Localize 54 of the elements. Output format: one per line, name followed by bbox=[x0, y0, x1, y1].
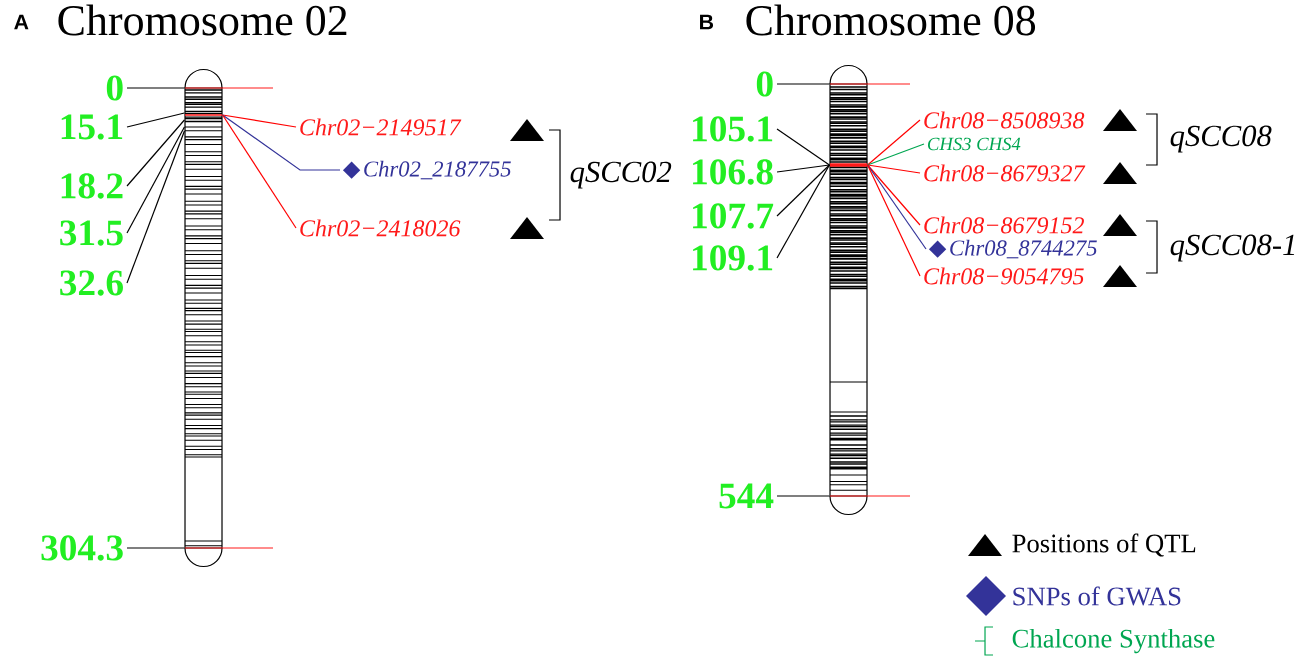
chromosome-title: Chromosome 02 bbox=[58, 4, 347, 36]
marker-label: Chr02−2418026 bbox=[300, 219, 461, 237]
connector-line bbox=[867, 143, 925, 166]
legend-label: SNPs of GWAS bbox=[1013, 586, 1181, 606]
qtl-name: qSCC08-1 bbox=[1170, 234, 1295, 262]
connector-line bbox=[126, 112, 185, 128]
connector-line bbox=[867, 164, 921, 226]
connector-line bbox=[776, 128, 830, 166]
connector-line bbox=[776, 164, 830, 217]
connector-line bbox=[776, 164, 830, 259]
legend-label: Chalcone Synthase bbox=[1012, 628, 1215, 654]
position-label: 109.1 bbox=[693, 245, 773, 271]
position-label: 107.7 bbox=[693, 203, 774, 229]
panel-letter: A bbox=[14, 14, 29, 30]
position-label: 0 bbox=[106, 75, 123, 101]
connector-line bbox=[776, 164, 830, 173]
chromosome bbox=[184, 68, 223, 568]
connector-line bbox=[867, 164, 927, 250]
connector-line bbox=[867, 164, 921, 174]
connector-line bbox=[126, 119, 185, 187]
position-label: 15.1 bbox=[61, 114, 123, 140]
connector-line bbox=[126, 87, 185, 89]
connector-line bbox=[222, 114, 297, 229]
position-label: 105.1 bbox=[693, 116, 773, 142]
marker-label: Chr08−8508938 bbox=[924, 111, 1085, 129]
panel-letter: B bbox=[700, 14, 714, 30]
position-label: 32.6 bbox=[60, 270, 123, 296]
marker-label: Chr02−2149517 bbox=[300, 118, 462, 136]
snp-label: Chr02_2187755 bbox=[342, 160, 511, 180]
connector-line bbox=[867, 119, 921, 166]
snp-label: Chr08_8744275 bbox=[928, 239, 1097, 259]
qtl-name: qSCC08 bbox=[1170, 125, 1272, 153]
marker-label: Chr08−8679152 bbox=[924, 216, 1084, 234]
connector-line bbox=[222, 114, 341, 171]
position-label: 544 bbox=[719, 483, 774, 509]
connector-line bbox=[222, 114, 297, 128]
connector-line bbox=[126, 547, 185, 549]
connector-line bbox=[776, 83, 830, 85]
legend-label: Positions of QTL bbox=[1012, 533, 1196, 557]
connector-line bbox=[776, 495, 830, 497]
connector-line bbox=[126, 130, 185, 284]
marker-label: Chr08−9054795 bbox=[924, 267, 1084, 285]
connector-line bbox=[867, 164, 921, 277]
position-label: 106.8 bbox=[693, 159, 773, 185]
position-label: 31.5 bbox=[60, 220, 123, 246]
position-label: 18.2 bbox=[61, 173, 123, 199]
position-label: 0 bbox=[756, 71, 773, 97]
marker-label: Chr08−8679327 bbox=[924, 164, 1086, 182]
connector-line bbox=[126, 126, 185, 234]
chromosome bbox=[829, 64, 868, 516]
position-label: 304.3 bbox=[41, 535, 123, 561]
gene-label: CHS3 CHS4 bbox=[928, 137, 1021, 151]
qtl-name: qSCC02 bbox=[570, 161, 672, 189]
chromosome-title: Chromosome 08 bbox=[746, 4, 1036, 36]
